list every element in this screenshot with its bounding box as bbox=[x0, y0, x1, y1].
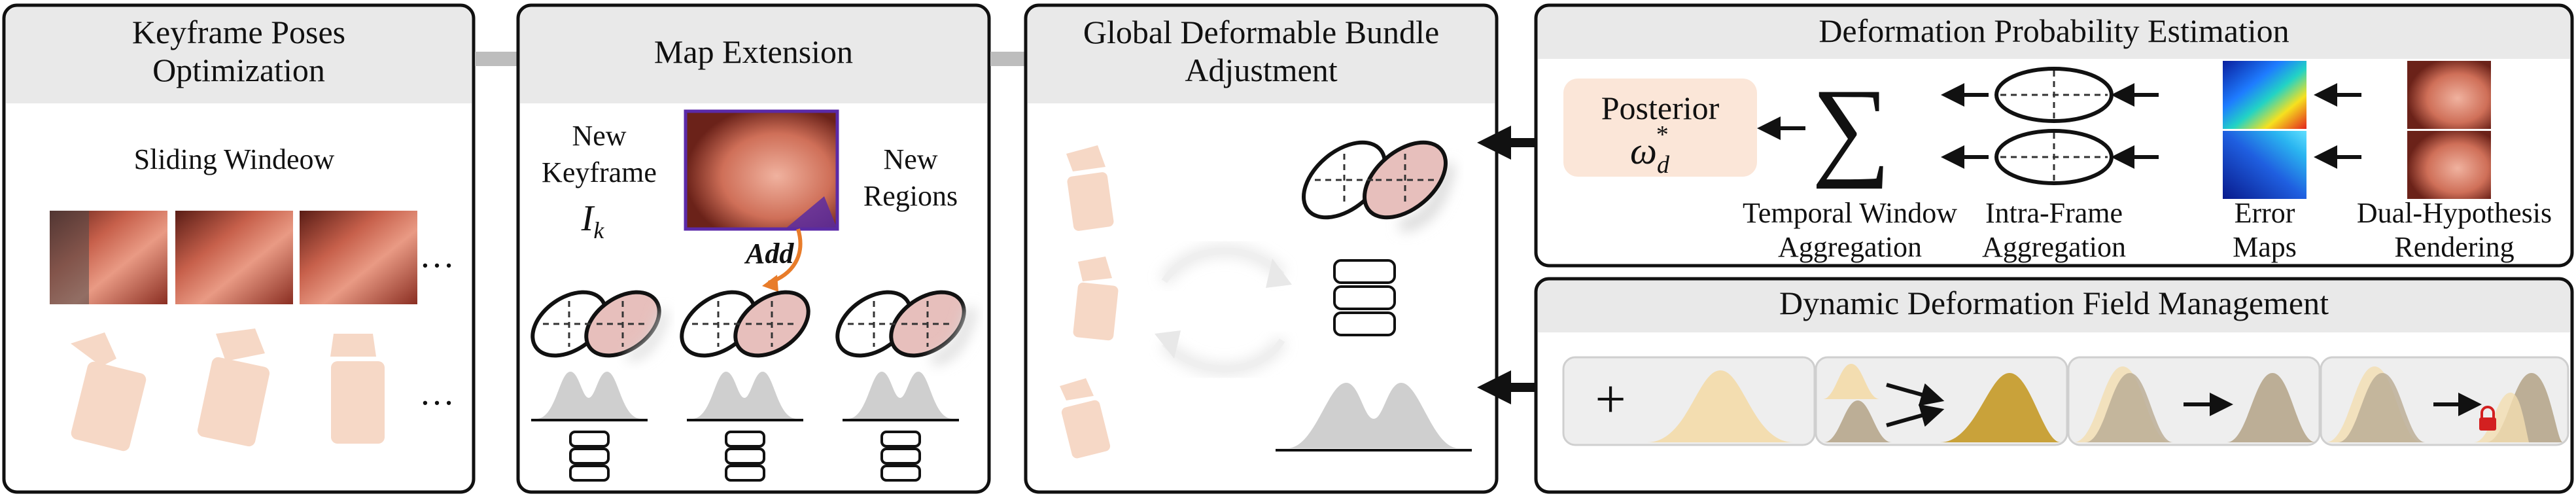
camera-pose-icon bbox=[1060, 378, 1094, 400]
posterior-box bbox=[1563, 79, 1757, 177]
panel-title-line2: Optimization bbox=[152, 52, 325, 88]
panel-title-line1: Keyframe Poses bbox=[132, 14, 345, 50]
gaussian-curve-icon bbox=[1940, 373, 2061, 442]
surgical-tool-shape bbox=[50, 211, 89, 304]
endoscopic-image bbox=[175, 211, 293, 304]
camera-pose-icon bbox=[1078, 257, 1112, 281]
gaussian-pair bbox=[531, 290, 669, 361]
camera-pose-icon bbox=[1061, 400, 1111, 459]
sliding-window-label: Sliding Windeow bbox=[134, 143, 335, 175]
add-label: Add bbox=[744, 238, 794, 270]
panel-map-extension: Map Extension New Keyframe Ik New Region… bbox=[516, 3, 991, 494]
camera-pose-icon bbox=[216, 328, 265, 361]
panel-header-band bbox=[520, 7, 987, 103]
panel-frame bbox=[516, 3, 991, 494]
gaussian-curve-icon bbox=[2085, 373, 2173, 442]
stack-icon bbox=[880, 431, 921, 482]
error-map-image bbox=[2223, 131, 2306, 199]
rendered-image bbox=[2407, 61, 2491, 129]
gaussian-pair bbox=[680, 290, 810, 358]
panel-header-band bbox=[1538, 281, 2570, 332]
stack-icon bbox=[569, 431, 610, 482]
ellipsis-text: … bbox=[419, 236, 455, 275]
stack-icon bbox=[725, 431, 765, 482]
ellipse-shadow bbox=[931, 306, 977, 365]
merge-arrow bbox=[1886, 383, 1945, 406]
gaussian-curve-icon bbox=[1276, 383, 1472, 452]
panel-global-dba: Global Deformable Bundle Adjustment bbox=[1024, 3, 1499, 494]
field-card-merge bbox=[1815, 356, 2068, 446]
field-card-add: + bbox=[1562, 356, 1816, 446]
ellipse-shadow bbox=[627, 310, 669, 361]
ellipse-shadow bbox=[1399, 162, 1455, 232]
gaussian-curve-icon bbox=[1647, 370, 1794, 442]
field-card-transition bbox=[2067, 356, 2321, 446]
posterior-symbol: ωd* bbox=[1630, 121, 1670, 179]
plus-icon: + bbox=[1595, 369, 1626, 430]
sum-symbol: ∑ bbox=[1811, 66, 1890, 189]
panel-title: Map Extension bbox=[654, 33, 853, 70]
camera-poses bbox=[71, 328, 385, 452]
panel-title: Dynamic Deformation Field Management bbox=[1779, 285, 2329, 321]
new-regions-label-line2: Regions bbox=[863, 180, 958, 212]
panel-title: Deformation Probability Estimation bbox=[1819, 12, 2289, 49]
camera-pose-icon bbox=[197, 357, 270, 447]
camera-pose-icon bbox=[331, 361, 385, 444]
gaussian-curve-icon bbox=[687, 372, 803, 421]
camera-pose-icon bbox=[1066, 145, 1105, 171]
temporal-label-line1: Temporal Window bbox=[1743, 197, 1957, 229]
merge-arrow bbox=[1886, 404, 1945, 427]
new-regions-label-line1: New bbox=[883, 143, 937, 175]
gaussian-pair bbox=[1302, 140, 1455, 232]
camera-pose-icon bbox=[330, 334, 376, 357]
gaussian-curve-icon bbox=[2338, 373, 2426, 442]
panel-header-band bbox=[1028, 7, 1495, 103]
intra-frame-ellipses bbox=[1994, 67, 2114, 185]
panel-title-line2: Adjustment bbox=[1185, 52, 1337, 88]
error-label-line2: Maps bbox=[2233, 231, 2297, 263]
field-card-freeze bbox=[2320, 356, 2569, 446]
panel-deformation-probability: Deformation Probability Estimation Poste… bbox=[1534, 3, 2574, 268]
panel-header-band bbox=[1538, 7, 2570, 59]
new-region-highlight bbox=[785, 196, 837, 229]
gaussian-curve-icon bbox=[1822, 364, 1880, 399]
intra-label-line1: Intra-Frame bbox=[1985, 197, 2123, 229]
posterior-label: Posterior bbox=[1601, 90, 1720, 126]
arrow-head bbox=[1477, 370, 1511, 404]
panel-frame bbox=[1024, 3, 1499, 494]
arrow-head bbox=[1477, 126, 1511, 160]
rendered-image bbox=[2407, 131, 2491, 199]
gaussian-curve-icon bbox=[1824, 400, 1892, 442]
gaussian-curve-icon bbox=[843, 372, 959, 421]
lock-icon bbox=[2479, 406, 2496, 431]
keyframe-symbol: Ik bbox=[581, 198, 605, 243]
sliding-window-images: … bbox=[50, 211, 455, 304]
panel-header-band bbox=[6, 7, 472, 103]
panel-keyframe-poses: Keyframe Poses Optimization Sliding Wind… bbox=[2, 3, 476, 494]
camera-pose-icon bbox=[1073, 282, 1119, 341]
gaussian-curve-icon bbox=[2227, 373, 2316, 442]
stack-icon bbox=[1333, 259, 1396, 336]
intra-label-line2: Aggregation bbox=[1982, 231, 2126, 263]
camera-pose-icon bbox=[71, 361, 147, 452]
camera-pose-icon bbox=[1067, 172, 1114, 231]
new-keyframe-label-line2: Keyframe bbox=[542, 156, 657, 188]
ellipsis-text: … bbox=[419, 373, 455, 412]
new-keyframe-label-line1: New bbox=[572, 120, 626, 152]
temporal-label-line2: Aggregation bbox=[1778, 231, 1922, 263]
add-arrow-head bbox=[762, 275, 778, 292]
gaussian-pair bbox=[835, 290, 977, 365]
camera-pose-icon bbox=[71, 332, 116, 366]
panel-title-line1: Global Deformable Bundle bbox=[1083, 14, 1439, 50]
dual-label-line1: Dual-Hypothesis bbox=[2357, 197, 2552, 229]
cycle-arrows-icon bbox=[1155, 245, 1292, 376]
error-label-line1: Error bbox=[2235, 197, 2295, 229]
camera-poses bbox=[1060, 145, 1119, 459]
endoscopic-image bbox=[300, 211, 417, 304]
error-map-image bbox=[2223, 61, 2306, 129]
panel-dynamic-deformation: Dynamic Deformation Field Management + bbox=[1534, 277, 2574, 494]
dual-label-line2: Rendering bbox=[2394, 231, 2514, 263]
gaussian-curve-icon bbox=[531, 372, 648, 421]
